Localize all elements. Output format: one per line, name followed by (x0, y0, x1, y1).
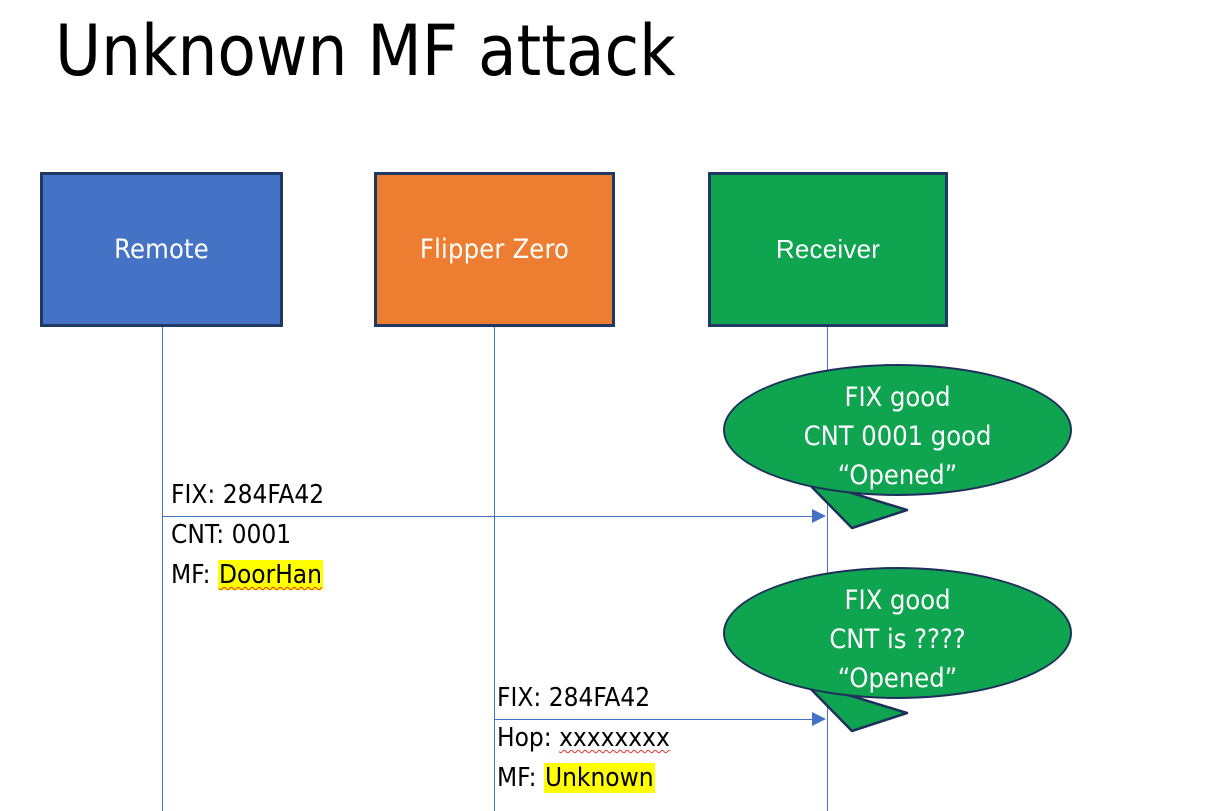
message-line-mf: MF: DoorHan (171, 555, 324, 595)
actor-box-receiver[interactable]: Receiver (708, 172, 948, 327)
message2-line-fix-key: FIX: (497, 683, 542, 713)
message-line-fix-value: 284FA42 (222, 480, 325, 510)
message-arrow-flipper-to-receiver (494, 719, 814, 720)
bubble-body-first-response (723, 364, 1072, 496)
message-line-fix: FIX: 284FA42 (171, 475, 324, 515)
message-line-mf-value: DoorHan (217, 560, 323, 590)
message2-line-mf-key: MF: (497, 763, 537, 793)
bubble-body-second-response (723, 567, 1072, 699)
speech-bubble-first-response[interactable]: FIX good CNT 0001 good “Opened” (723, 364, 1072, 530)
message2-line-fix: FIX: 284FA42 (497, 678, 670, 718)
actor-box-remote[interactable]: Remote (40, 172, 283, 327)
message-label-flipper-to-receiver: FIX: 284FA42 Hop: xxxxxxxx MF: Unknown (497, 678, 670, 798)
message-line-fix-key: FIX: (171, 480, 216, 510)
page-title: Unknown MF attack (55, 10, 676, 92)
message2-line-mf: MF: Unknown (497, 758, 670, 798)
message-line-cnt-key: CNT: (171, 520, 225, 550)
actor-box-flipper-zero[interactable]: Flipper Zero (374, 172, 615, 327)
actor-label-receiver: Receiver (775, 234, 881, 264)
message-line-cnt: CNT: 0001 (171, 515, 324, 555)
message-line-cnt-value: 0001 (231, 520, 292, 550)
speech-bubble-second-response[interactable]: FIX good CNT is ???? “Opened” (723, 567, 1072, 733)
lifeline-remote (162, 327, 163, 811)
lifeline-receiver (827, 327, 828, 811)
arrow-head-flipper-to-receiver (812, 712, 826, 726)
message-line-mf-key: MF: (171, 560, 211, 590)
actor-label-flipper-zero: Flipper Zero (419, 234, 570, 265)
message-arrow-remote-to-receiver (162, 516, 814, 517)
message2-line-hop-value: xxxxxxxx (559, 723, 670, 753)
actor-label-remote: Remote (114, 234, 209, 265)
message2-line-hop-key: Hop: (497, 723, 552, 753)
message2-line-hop: Hop: xxxxxxxx (497, 718, 670, 758)
message-label-remote-to-receiver: FIX: 284FA42 CNT: 0001 MF: DoorHan (171, 475, 324, 595)
message2-line-mf-value: Unknown (543, 763, 655, 793)
lifeline-flipper (494, 327, 495, 811)
arrow-head-remote-to-receiver (812, 509, 826, 523)
message2-line-fix-value: 284FA42 (548, 683, 651, 713)
